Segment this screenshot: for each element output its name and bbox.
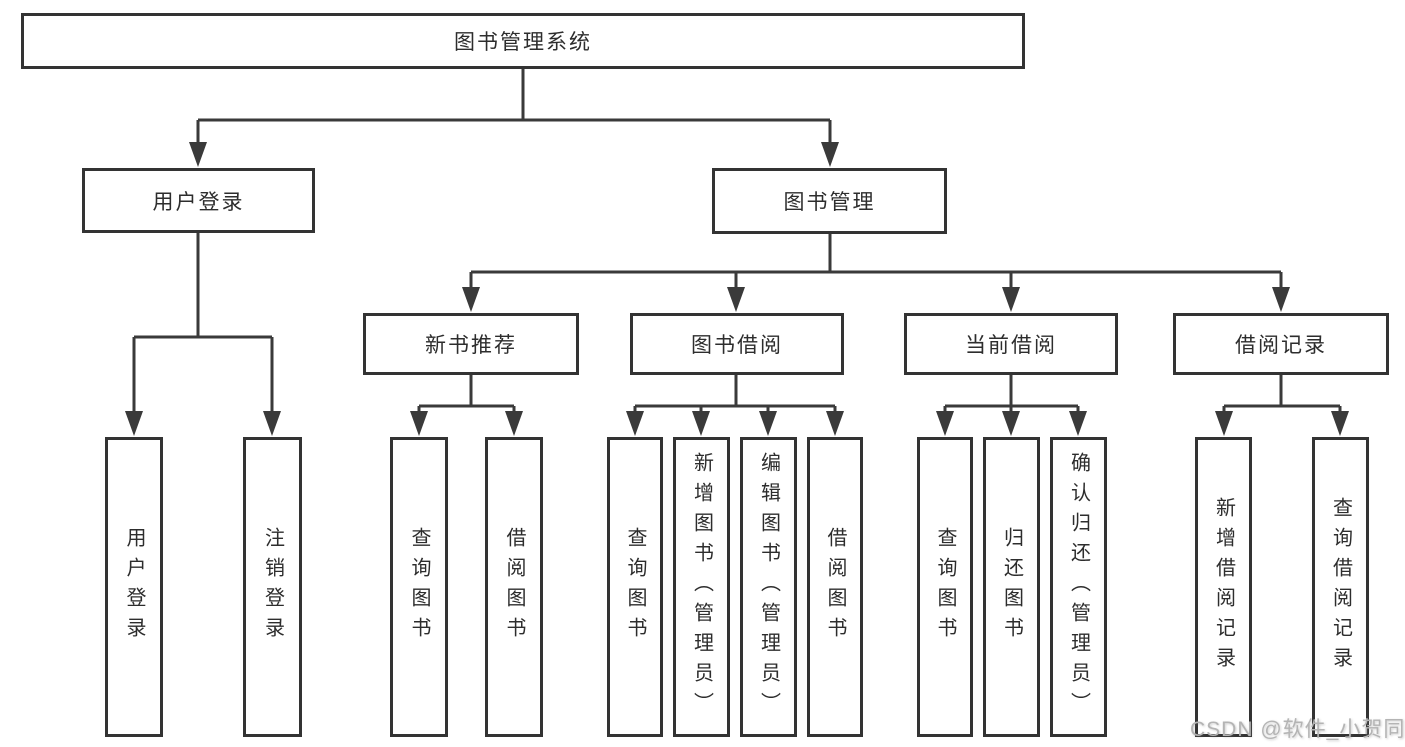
leaf-add-borrow-record: 新增借阅记录 bbox=[1195, 437, 1252, 737]
node-book-borrowing: 图书借阅 bbox=[630, 313, 844, 375]
leaf-logout-login: 注销登录 bbox=[243, 437, 302, 737]
leaf-label: 查询图书 bbox=[624, 527, 646, 647]
leaf-return-books: 归还图书 bbox=[983, 437, 1040, 737]
leaf-label: 新增借阅记录 bbox=[1212, 497, 1235, 677]
node-current-borrowing: 当前借阅 bbox=[904, 313, 1118, 375]
leaf-label: 查询图书 bbox=[408, 527, 430, 647]
leaf-add-books-admin: 新增图书（管理员） bbox=[673, 437, 730, 737]
leaf-borrow-books-recommend: 借阅图书 bbox=[485, 437, 543, 737]
leaf-label: 查询图书 bbox=[934, 527, 956, 647]
leaf-query-books-current: 查询图书 bbox=[917, 437, 973, 737]
leaf-label: 确认归还（管理员） bbox=[1067, 452, 1090, 722]
node-borrowing-records: 借阅记录 bbox=[1173, 313, 1389, 375]
leaf-label: 借阅图书 bbox=[503, 527, 525, 647]
leaf-user-login: 用户登录 bbox=[105, 437, 163, 737]
node-new-book-recommendation: 新书推荐 bbox=[363, 313, 579, 375]
leaf-query-borrow-record: 查询借阅记录 bbox=[1312, 437, 1369, 737]
node-book-management: 图书管理 bbox=[712, 168, 947, 234]
leaf-borrow-books-borrowing: 借阅图书 bbox=[807, 437, 863, 737]
leaf-label: 新增图书（管理员） bbox=[690, 452, 713, 722]
leaf-label: 归还图书 bbox=[1000, 527, 1023, 647]
node-user-login: 用户登录 bbox=[82, 168, 315, 233]
leaf-query-books-recommend: 查询图书 bbox=[390, 437, 448, 737]
arrowhead-icons bbox=[125, 142, 1349, 436]
csdn-watermark: CSDN @软件_小贺同学 bbox=[1190, 718, 1405, 741]
leaf-label: 注销登录 bbox=[261, 527, 284, 647]
node-root: 图书管理系统 bbox=[21, 13, 1025, 69]
leaf-label: 查询借阅记录 bbox=[1329, 497, 1352, 677]
leaf-label: 编辑图书（管理员） bbox=[757, 452, 780, 722]
leaf-label: 用户登录 bbox=[123, 527, 145, 647]
leaf-label: 借阅图书 bbox=[824, 527, 846, 647]
leaf-query-books-borrowing: 查询图书 bbox=[607, 437, 663, 737]
leaf-edit-books-admin: 编辑图书（管理员） bbox=[740, 437, 797, 737]
leaf-confirm-return-admin: 确认归还（管理员） bbox=[1050, 437, 1107, 737]
